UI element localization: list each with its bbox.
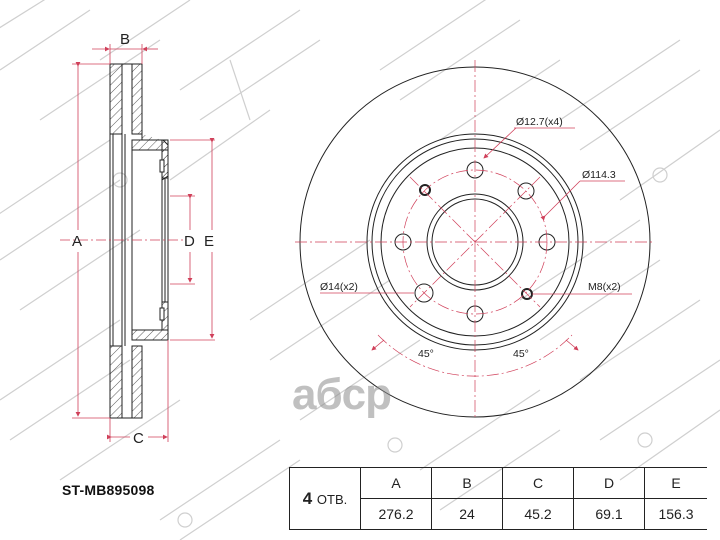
header-c: C (502, 467, 574, 499)
label-b: B (120, 31, 130, 48)
value-a: 276.2 (360, 498, 432, 530)
label-d: D (184, 233, 195, 250)
front-centerlines (295, 60, 655, 420)
side-dimensions (72, 44, 215, 442)
front-callout-labels: Ø12.7(x4) Ø114.3 Ø14(x2) M8(x2) 45° 45° (320, 116, 621, 360)
header-e: E (644, 467, 707, 499)
pilot-hole-callout: Ø14(x2) (320, 281, 358, 293)
holes-count: 4 (302, 488, 313, 508)
bolt-hole-callout: Ø12.7(x4) (516, 116, 563, 128)
value-d: 69.1 (573, 498, 645, 530)
holes-count-cell: 4 ОТВ. (289, 467, 361, 530)
header-d: D (573, 467, 645, 499)
angle-left-label: 45° (418, 348, 434, 360)
spec-table: 4 ОТВ. A B C D E 276.2 24 45.2 69.1 156.… (289, 467, 707, 530)
value-c: 45.2 (502, 498, 574, 530)
label-e: E (204, 233, 214, 250)
front-leaders (320, 127, 632, 351)
header-b: B (431, 467, 503, 499)
spec-header-row: 4 ОТВ. A B C D E (289, 467, 707, 530)
header-a: A (360, 467, 432, 499)
side-dimension-labels: A B C D E (72, 31, 214, 447)
watermark-site-text: aбcp (292, 370, 392, 419)
angle-right-label: 45° (513, 348, 529, 360)
label-c: C (133, 430, 144, 447)
threaded-hole-callout: M8(x2) (588, 281, 621, 293)
pcd-callout: Ø114.3 (582, 169, 616, 181)
side-section-view (60, 63, 185, 419)
label-a: A (72, 233, 82, 250)
spec-value-row: 276.2 24 45.2 69.1 156.3 (290, 498, 707, 530)
holes-unit: ОТВ. (316, 491, 348, 507)
part-number: ST-MB895098 (62, 482, 155, 498)
value-e: 156.3 (644, 498, 707, 530)
value-b: 24 (431, 498, 503, 530)
